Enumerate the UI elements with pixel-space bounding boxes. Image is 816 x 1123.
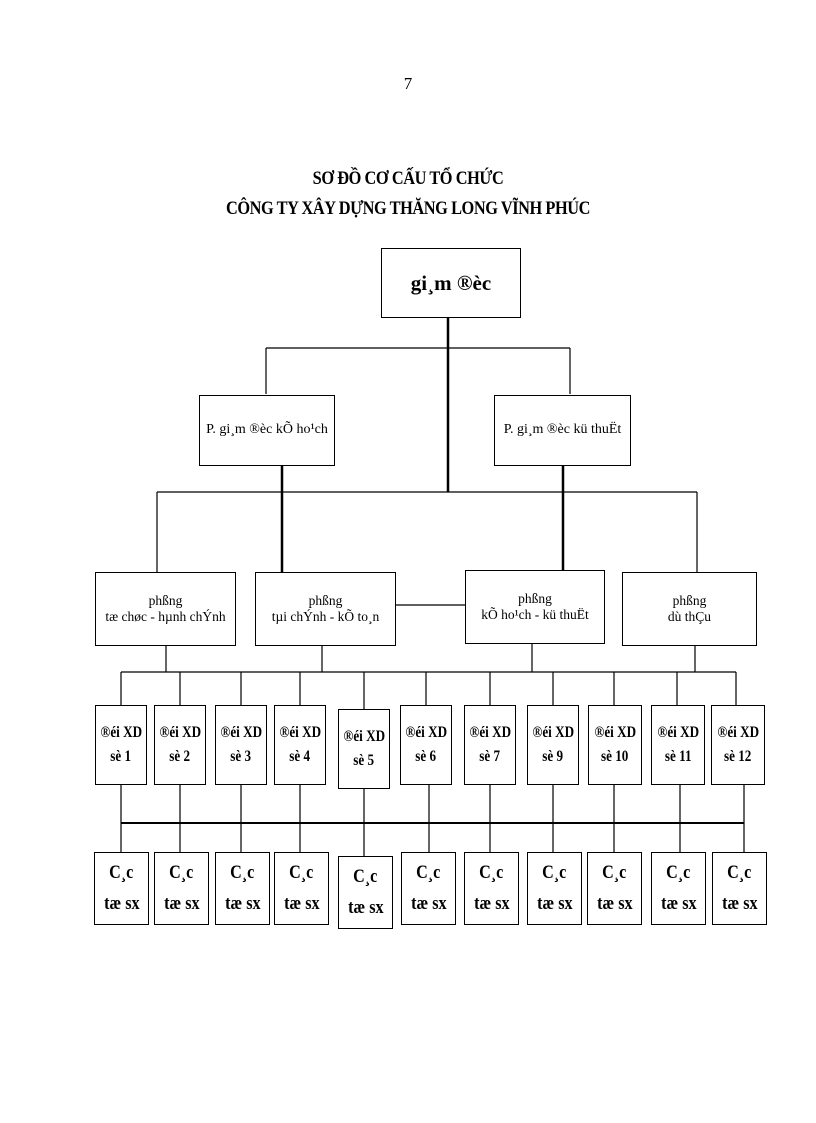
production-unit-box: C¸c tæ sx (527, 852, 582, 925)
deputy-label: P. gi¸m ®èc kü thuËt (503, 422, 622, 438)
team-box: ®éi XD sè 10 (588, 705, 642, 785)
team-line2: sè 11 (664, 748, 692, 765)
team-line2: sè 9 (542, 748, 564, 765)
department-line1: phßng (518, 591, 552, 607)
team-line2: sè 12 (724, 748, 752, 765)
team-line1: ®éi XD (469, 724, 511, 741)
unit-line1: C¸c (230, 862, 255, 884)
team-line2: sè 3 (230, 748, 252, 765)
production-unit-box: C¸c tæ sx (587, 852, 642, 925)
team-box: ®éi XD sè 3 (215, 705, 267, 785)
department-box-bidding: phßng dù thÇu (622, 572, 757, 646)
company-name: CÔNG TY XÂY DỰNG THĂNG LONG VĨNH PHÚC (225, 198, 591, 219)
team-line1: ®éi XD (159, 724, 201, 741)
production-unit-box: C¸c tæ sx (94, 852, 149, 925)
production-unit-box: C¸c tæ sx (338, 856, 393, 929)
unit-line1: C¸c (479, 862, 504, 884)
department-box-planning-technical: phßng kÕ ho¹ch - kü thuËt (465, 570, 605, 644)
unit-line2: tæ sx (660, 892, 697, 914)
unit-line1: C¸c (416, 862, 441, 884)
unit-line1: C¸c (666, 862, 691, 884)
production-unit-box: C¸c tæ sx (401, 852, 456, 925)
unit-line1: C¸c (353, 866, 378, 888)
department-line1: phßng (148, 593, 183, 609)
department-line2: dù thÇu (667, 609, 712, 624)
production-unit-box: C¸c tæ sx (464, 852, 519, 925)
unit-line2: tæ sx (721, 892, 758, 914)
team-line2: sè 5 (353, 752, 375, 769)
unit-line2: tæ sx (536, 892, 573, 914)
team-line1: ®éi XD (657, 724, 699, 741)
team-line1: ®éi XD (343, 728, 385, 745)
production-unit-box: C¸c tæ sx (274, 852, 329, 925)
production-unit-box: C¸c tæ sx (712, 852, 767, 925)
team-box: ®éi XD sè 12 (711, 705, 765, 785)
team-line1: ®éi XD (405, 724, 447, 741)
team-box: ®éi XD sè 5 (338, 709, 390, 789)
team-line2: sè 4 (289, 748, 311, 765)
team-line1: ®éi XD (594, 724, 636, 741)
team-box: ®éi XD sè 11 (651, 705, 705, 785)
team-line2: sè 1 (110, 748, 132, 765)
department-line1: phßng (672, 593, 707, 609)
unit-line1: C¸c (109, 862, 134, 884)
team-box: ®éi XD sè 7 (464, 705, 516, 785)
team-line1: ®éi XD (532, 724, 574, 741)
unit-line1: C¸c (602, 862, 627, 884)
team-line2: sè 10 (601, 748, 629, 765)
deputy-director-planning-box: P. gi¸m ®èc kÕ ho¹ch (199, 395, 335, 466)
unit-line2: tæ sx (283, 892, 320, 914)
unit-line2: tæ sx (103, 892, 140, 914)
team-line1: ®éi XD (220, 724, 262, 741)
unit-line2: tæ sx (163, 892, 200, 914)
team-line2: sè 2 (169, 748, 191, 765)
production-unit-box: C¸c tæ sx (154, 852, 209, 925)
team-box: ®éi XD sè 1 (95, 705, 147, 785)
deputy-label: P. gi¸m ®èc kÕ ho¹ch (206, 422, 328, 438)
deputy-director-technical-box: P. gi¸m ®èc kü thuËt (494, 395, 631, 466)
team-line2: sè 6 (415, 748, 437, 765)
team-line1: ®éi XD (279, 724, 321, 741)
department-box-organization: phßng tæ chøc - hµnh chÝnh (95, 572, 236, 646)
department-line1: phßng (308, 593, 343, 609)
department-line2: tµi chÝnh - kÕ to¸n (271, 609, 380, 624)
unit-line2: tæ sx (224, 892, 261, 914)
team-box: ®éi XD sè 6 (400, 705, 452, 785)
diagram-title: SƠ ĐỒ CƠ CẤU TỔ CHỨC (312, 168, 504, 189)
unit-line1: C¸c (727, 862, 752, 884)
team-line1: ®éi XD (717, 724, 759, 741)
unit-line1: C¸c (289, 862, 314, 884)
team-line2: sè 7 (479, 748, 501, 765)
director-box: gi¸m ®èc (381, 248, 521, 318)
team-box: ®éi XD sè 9 (527, 705, 579, 785)
team-box: ®éi XD sè 2 (154, 705, 206, 785)
team-line1: ®éi XD (100, 724, 142, 741)
unit-line1: C¸c (169, 862, 194, 884)
director-label: gi¸m ®èc (410, 270, 492, 295)
unit-line2: tæ sx (473, 892, 510, 914)
department-box-finance: phßng tµi chÝnh - kÕ to¸n (255, 572, 396, 646)
unit-line2: tæ sx (596, 892, 633, 914)
unit-line2: tæ sx (347, 896, 384, 918)
department-line2: tæ chøc - hµnh chÝnh (105, 609, 226, 624)
page-number: 7 (403, 74, 413, 93)
production-unit-box: C¸c tæ sx (651, 852, 706, 925)
team-box: ®éi XD sè 4 (274, 705, 326, 785)
production-unit-box: C¸c tæ sx (215, 852, 270, 925)
unit-line2: tæ sx (410, 892, 447, 914)
unit-line1: C¸c (542, 862, 567, 884)
department-line2: kÕ ho¹ch - kü thuËt (481, 607, 589, 622)
